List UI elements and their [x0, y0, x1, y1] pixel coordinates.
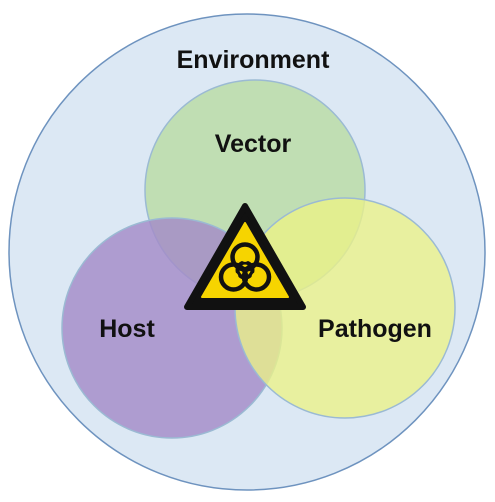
environment-label: Environment [177, 46, 330, 74]
biohazard-warning-icon [184, 203, 306, 310]
pathogen-label: Pathogen [318, 315, 432, 343]
host-label: Host [99, 315, 155, 343]
vector-label: Vector [215, 130, 292, 158]
